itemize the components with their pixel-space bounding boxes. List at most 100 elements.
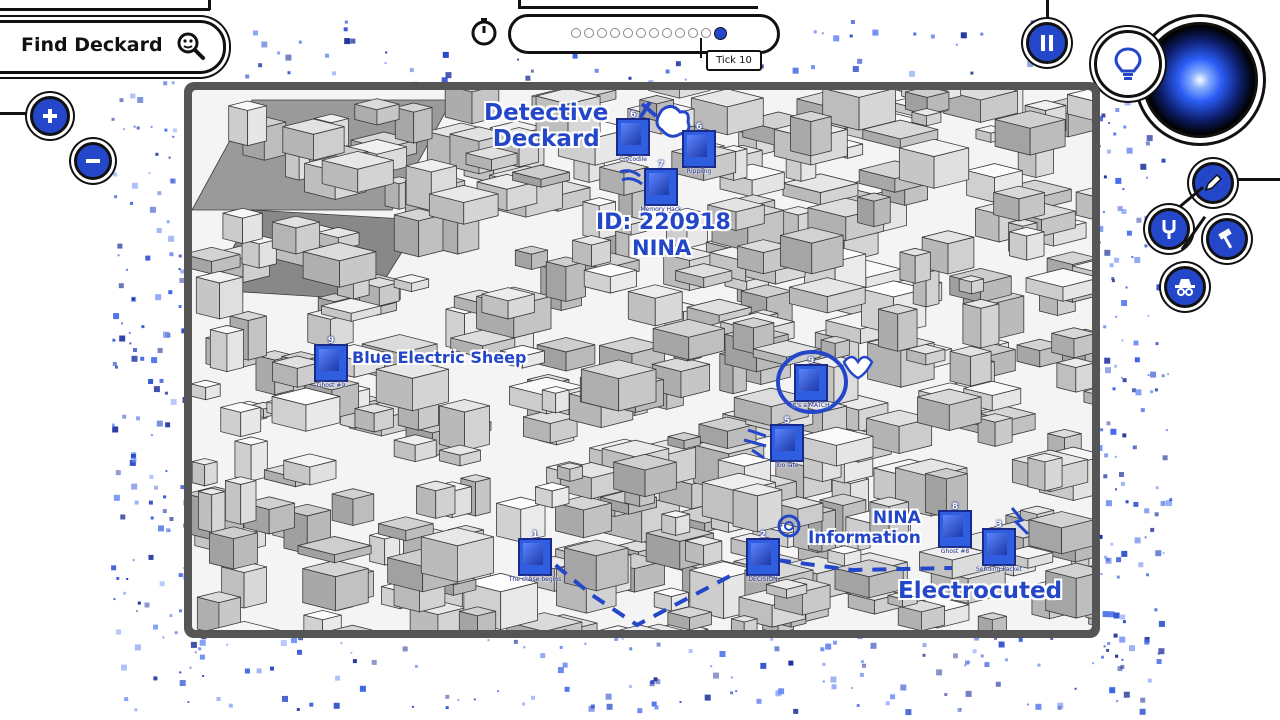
pixel-speck <box>1124 99 1131 106</box>
spy-tool-button[interactable] <box>1164 266 1206 308</box>
pixel-speck <box>859 672 864 677</box>
pause-button[interactable] <box>1026 22 1068 64</box>
building-roof <box>687 298 752 316</box>
pixel-speck <box>650 680 655 685</box>
building-roof <box>966 163 1023 178</box>
timeline-dot[interactable] <box>675 28 685 38</box>
building-roof <box>977 413 1013 423</box>
pixel-speck <box>157 348 163 353</box>
pixel-speck <box>730 676 733 679</box>
timeline-dot[interactable] <box>610 28 620 38</box>
pixel-speck <box>654 705 659 710</box>
pixel-speck <box>126 268 129 271</box>
pixel-speck <box>165 422 171 428</box>
timeline-dot[interactable] <box>597 28 607 38</box>
pixel-speck <box>1132 446 1136 450</box>
pixel-speck <box>172 135 175 138</box>
pixel-speck <box>1104 357 1111 364</box>
pixel-speck <box>1169 498 1173 502</box>
pixel-speck <box>151 357 158 364</box>
pixel-speck <box>1146 573 1149 577</box>
zoom-in-button[interactable] <box>30 96 70 136</box>
city-map[interactable]: Detective Deckard ID: 220918 NINA Blue E… <box>192 90 1092 630</box>
pixel-speck <box>335 675 341 681</box>
building-roof <box>222 207 263 219</box>
pen-tool-button[interactable] <box>1192 162 1234 204</box>
pixel-speck <box>637 708 643 714</box>
building-roof <box>963 380 1021 396</box>
annotation-blue-electric-sheep: Blue Electric Sheep <box>352 348 527 367</box>
pixel-speck <box>141 325 145 329</box>
pixel-speck <box>298 40 302 44</box>
pixel-speck <box>1035 703 1042 710</box>
stopwatch-icon <box>471 18 497 46</box>
pixel-speck <box>1133 340 1139 346</box>
pixel-speck <box>199 654 205 660</box>
hammer-tool-button[interactable] <box>1206 218 1248 260</box>
pixel-speck <box>1165 429 1168 432</box>
magnifier-face-icon[interactable] <box>176 31 206 61</box>
pixel-speck <box>445 72 452 79</box>
timeline-dot[interactable] <box>688 28 698 38</box>
pixel-speck <box>170 399 177 405</box>
pixel-speck <box>964 664 967 667</box>
pixel-speck <box>922 643 927 648</box>
timeline-dots <box>571 27 727 40</box>
building-roof <box>460 474 491 483</box>
building-roof <box>639 95 674 105</box>
outline-line <box>518 0 521 8</box>
pixel-speck <box>1057 702 1064 709</box>
pixel-speck <box>730 691 734 695</box>
building-roof <box>691 90 764 108</box>
timeline-dot[interactable] <box>636 28 646 38</box>
pixel-speck <box>1158 620 1165 627</box>
pixel-speck <box>115 365 118 369</box>
find-target-panel[interactable]: Find Deckard <box>0 20 226 74</box>
building-roof <box>332 488 374 500</box>
timeline-dot-active[interactable] <box>714 27 727 40</box>
pixel-speck <box>359 685 366 692</box>
timeline-dot[interactable] <box>623 28 633 38</box>
hint-button[interactable] <box>1094 30 1162 98</box>
building-roof <box>376 359 449 379</box>
pixel-speck <box>850 20 855 24</box>
timeline-dot[interactable] <box>584 28 594 38</box>
pixel-speck <box>1154 388 1158 392</box>
building-roof <box>271 387 340 406</box>
pixel-speck <box>145 255 151 261</box>
timeline-dot[interactable] <box>571 28 581 38</box>
pixel-speck <box>651 701 657 707</box>
pixel-speck <box>169 178 174 183</box>
hammer-icon <box>1218 228 1233 249</box>
pixel-speck <box>126 578 129 580</box>
pixel-speck <box>559 645 563 649</box>
timeline-dot[interactable] <box>701 28 711 38</box>
zoom-out-button[interactable] <box>74 142 112 180</box>
building-roof <box>869 496 909 508</box>
pixel-speck <box>282 695 288 702</box>
tuning-fork-button[interactable] <box>1148 208 1190 250</box>
building-roof <box>302 559 369 578</box>
building-roof <box>243 496 295 510</box>
building-roof <box>209 526 258 540</box>
timeline-dot[interactable] <box>662 28 672 38</box>
pixel-speck <box>1140 697 1146 703</box>
building-roof <box>303 609 342 621</box>
building-roof <box>799 426 874 446</box>
building-roof <box>1072 260 1092 272</box>
building-roof <box>572 235 611 246</box>
tick-timeline[interactable] <box>508 14 780 54</box>
timeline-dot[interactable] <box>649 28 659 38</box>
pixel-speck <box>116 576 120 580</box>
pixel-speck <box>525 75 531 81</box>
